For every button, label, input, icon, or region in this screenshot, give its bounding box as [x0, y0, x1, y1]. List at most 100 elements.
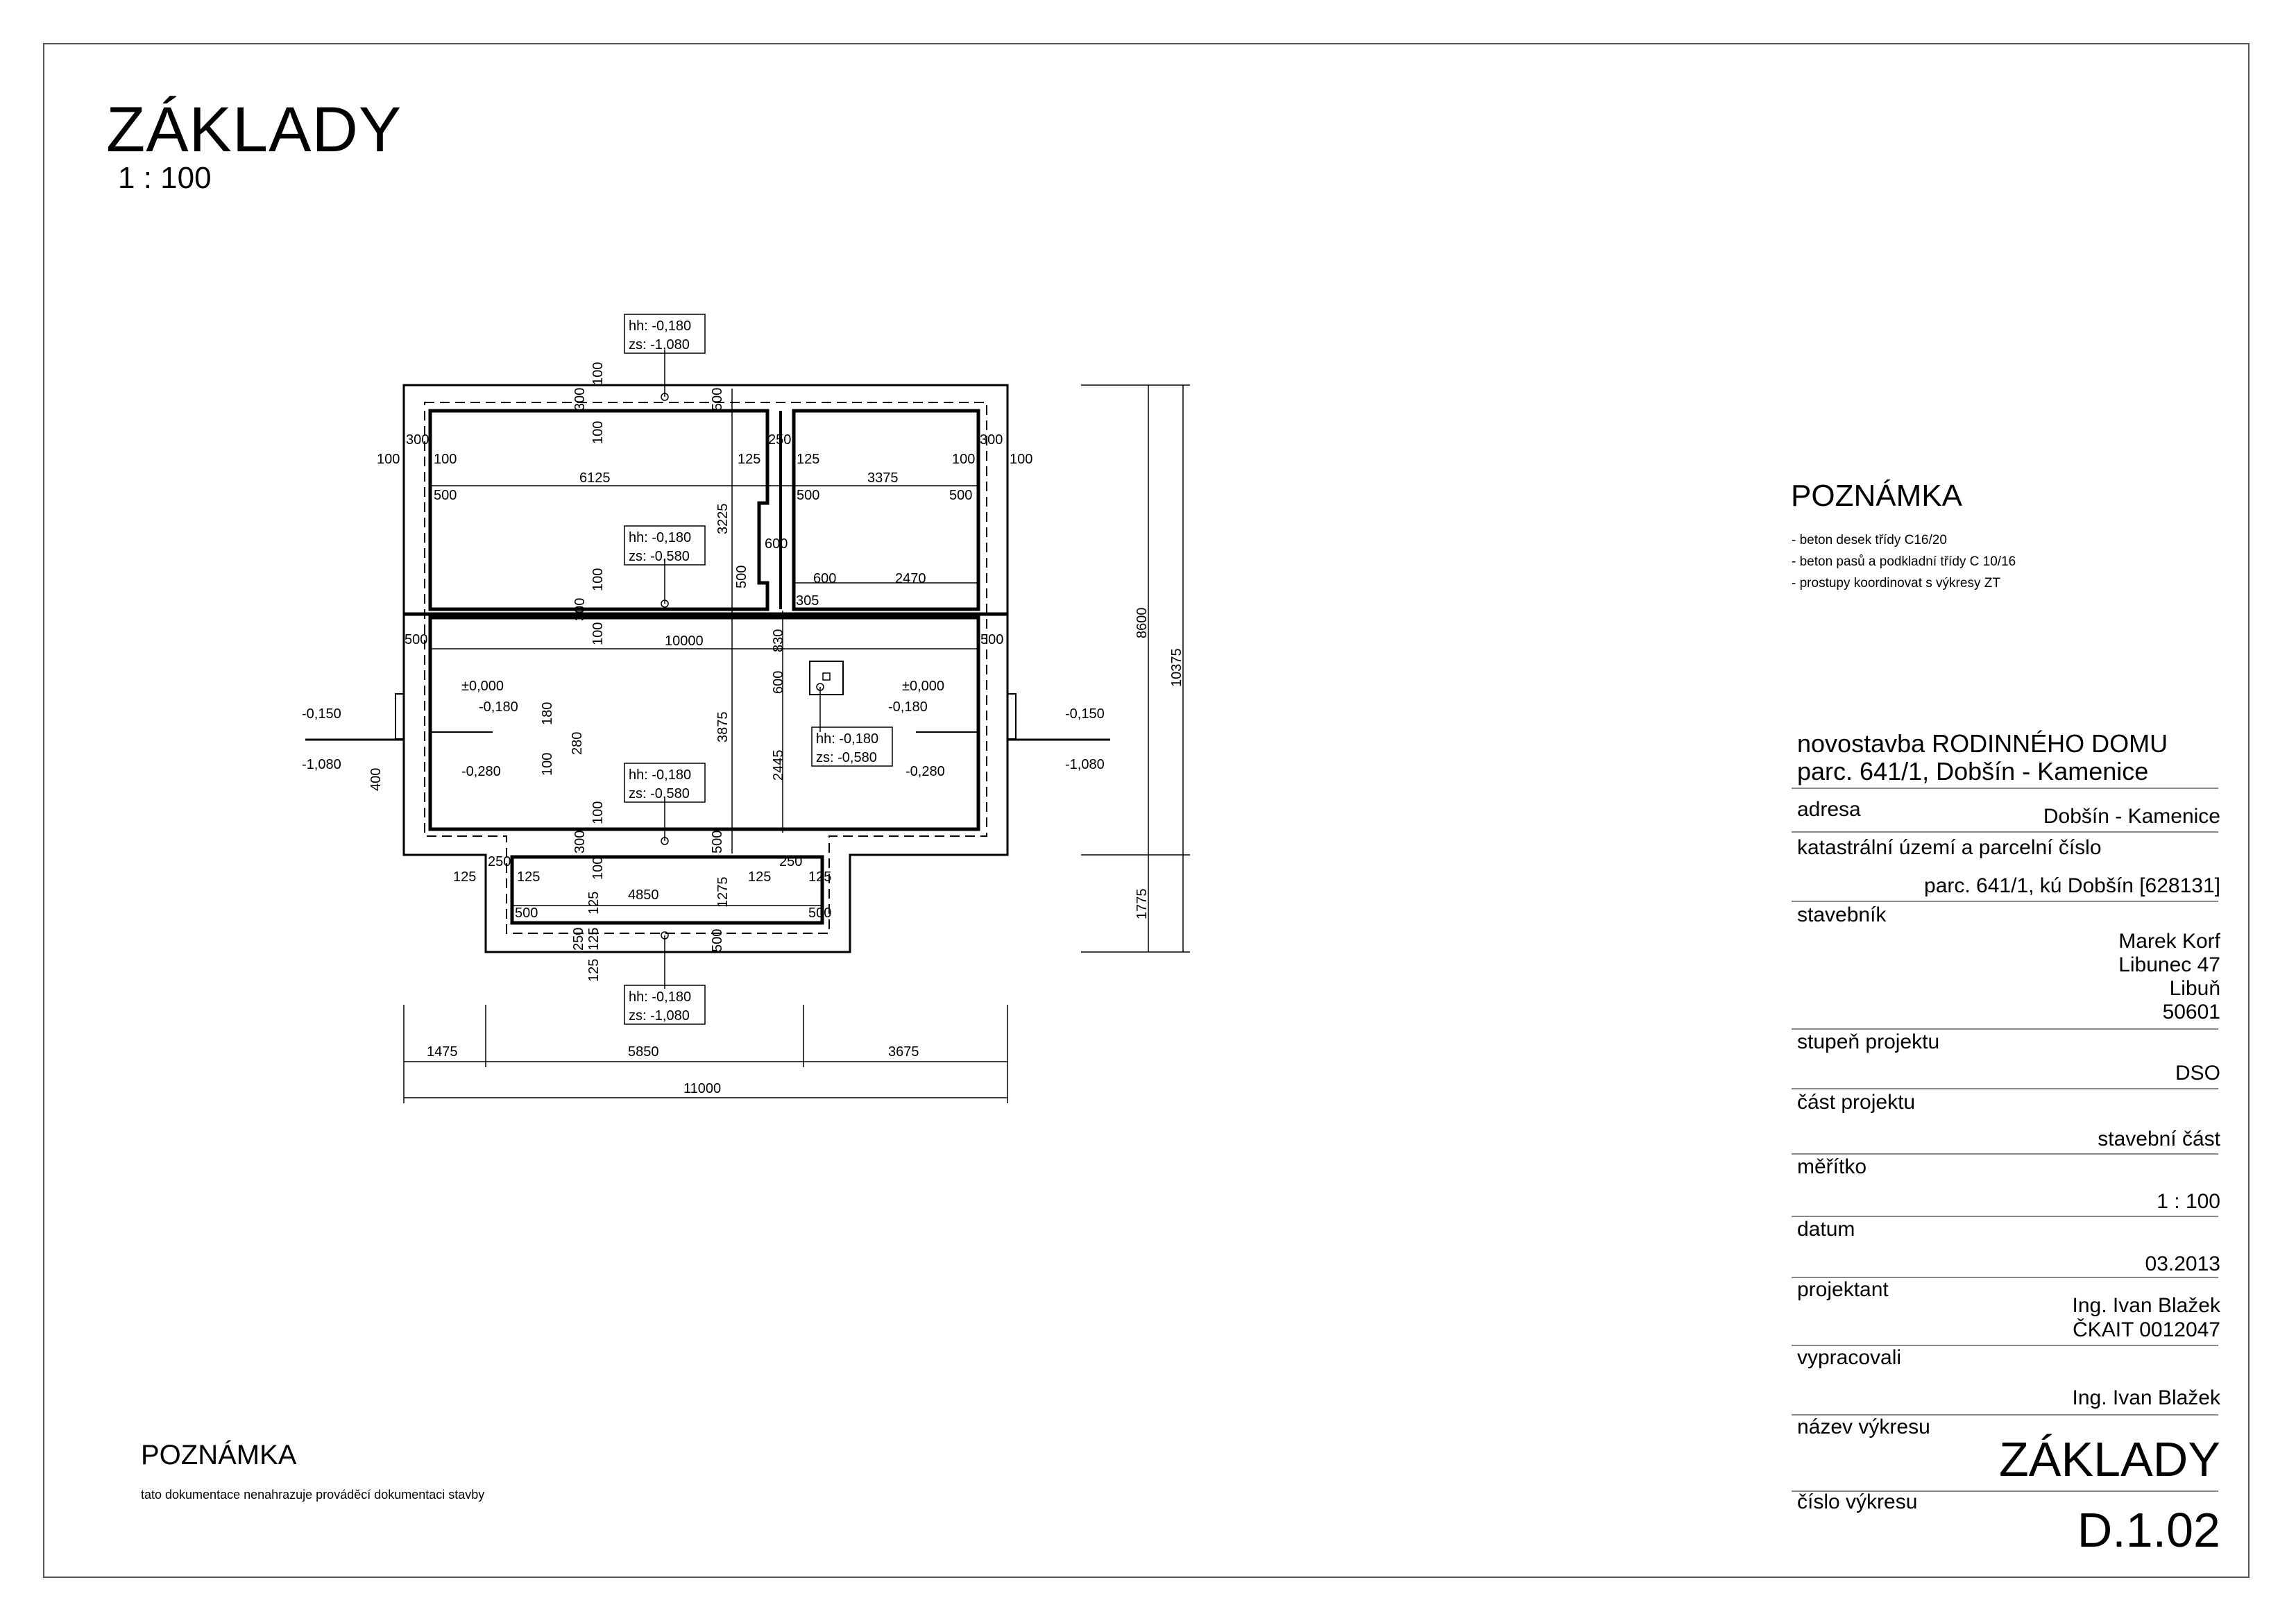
dim-305: 305 — [796, 593, 819, 609]
room-upper-right — [792, 409, 980, 611]
dim-3875-v: 3875 — [715, 712, 731, 743]
level-tag-pier-hh: hh: -0,180 — [816, 731, 878, 747]
dim-500-ul: 500 — [434, 488, 457, 503]
tb-value-stavebnik-2: Libunec 47 — [2118, 953, 2220, 976]
tb-value-stavebnik-4: 50601 — [2162, 1001, 2220, 1023]
dim-250-top: 250 — [768, 432, 791, 448]
tb-label-cislo: číslo výkresu — [1797, 1490, 1918, 1513]
dim-1775-v: 1775 — [1134, 889, 1150, 920]
dim-180-v: 180 — [540, 702, 555, 725]
tb-label-datum: datum — [1797, 1218, 1855, 1241]
level-tag-lower-zs: zs: -0,580 — [629, 786, 690, 801]
tb-rule — [1792, 1414, 2218, 1416]
dim-500-pl: 500 — [515, 906, 538, 921]
dim-600-notch: 600 — [765, 536, 788, 552]
note-right-line-1: - beton desek třídy C16/20 — [1792, 533, 1947, 547]
dim-125-pl2: 125 — [517, 869, 540, 885]
project-line-2: parc. 641/1, Dobšín - Kamenice — [1797, 757, 2149, 785]
tb-value-cast: stavební část — [2098, 1128, 2220, 1150]
dim-500-top-v: 500 — [710, 388, 725, 411]
elev-right-step: -0,180 — [888, 699, 928, 715]
dim-500-ml: 500 — [405, 632, 427, 647]
elev-left-low: -0,280 — [461, 764, 501, 779]
note-right-line-3: - prostupy koordinovat s výkresy ZT — [1792, 576, 2000, 590]
dim-250-pr: 250 — [779, 854, 802, 869]
dim-3375: 3375 — [867, 470, 899, 486]
elev-right-ext-bottom: -1,080 — [1065, 757, 1105, 772]
note-bottom-heading: POZNÁMKA — [141, 1440, 297, 1470]
level-tags — [624, 314, 893, 1025]
elev-left-ext-top: -0,150 — [302, 706, 341, 722]
tb-label-vypracovali: vypracovali — [1797, 1346, 1902, 1369]
elev-left-floor: ±0,000 — [461, 679, 504, 694]
dim-300-bot-v: 300 — [572, 831, 588, 853]
tb-value-datum: 03.2013 — [2145, 1252, 2220, 1275]
dim-8600-v: 8600 — [1134, 608, 1150, 639]
pier — [809, 661, 844, 695]
dim-250-pl: 250 — [488, 854, 511, 869]
dim-100-left-inner: 100 — [434, 452, 457, 467]
dim-300-mid-v: 300 — [572, 598, 588, 621]
dim-125-pr2: 125 — [808, 869, 831, 885]
dim-500-pr: 500 — [808, 906, 831, 921]
dim-600-v: 600 — [771, 671, 786, 694]
tb-rule — [1792, 1088, 2218, 1089]
dim-1275-v: 1275 — [715, 877, 731, 908]
dim-100-mid-v2: 100 — [590, 622, 606, 645]
tb-rule — [1792, 1028, 2218, 1030]
tb-value-stupen: DSO — [2175, 1062, 2220, 1085]
drawing-frame — [43, 43, 2250, 1578]
tb-rule — [1792, 788, 2218, 789]
dim-125-pr: 125 — [748, 869, 771, 885]
dim-300-top-v: 300 — [572, 388, 588, 411]
dim-100-left-outer: 100 — [377, 452, 400, 467]
tb-rule — [1792, 1153, 2218, 1155]
tb-label-stupen: stupeň projektu — [1797, 1030, 1940, 1053]
project-name: novostavba RODINNÉHO DOMU parc. 641/1, D… — [1797, 730, 2168, 785]
dim-2470: 2470 — [895, 571, 926, 586]
tb-value-nazev: ZÁKLADY — [1999, 1432, 2220, 1486]
dim-500-bot-v: 500 — [710, 831, 725, 853]
note-right-line-2: - beton pasů a podkladní třídy C 10/16 — [1792, 554, 2016, 569]
dim-125-a: 125 — [738, 452, 760, 467]
dim-2445-v: 2445 — [771, 750, 786, 781]
dim-6125: 6125 — [579, 470, 611, 486]
dim-500-bot-v2: 500 — [710, 929, 725, 952]
dim-100-mid-v1: 100 — [590, 568, 606, 591]
dim-500-mr: 500 — [980, 632, 1003, 647]
dim-1475: 1475 — [427, 1044, 458, 1060]
dim-500-mid-v: 500 — [734, 566, 749, 588]
project-line-1: novostavba RODINNÉHO DOMU — [1797, 729, 2168, 758]
dim-300-left: 300 — [406, 432, 429, 448]
dim-500-um: 500 — [797, 488, 819, 503]
level-tag-top-hh: hh: -0,180 — [629, 318, 691, 334]
tb-label-stavebnik: stavebník — [1797, 903, 1887, 926]
tb-rule — [1792, 1490, 2218, 1492]
elev-right-floor: ±0,000 — [902, 679, 944, 694]
dim-11000: 11000 — [683, 1081, 721, 1096]
dim-125-pl: 125 — [453, 869, 476, 885]
dim-100-top-v2: 100 — [590, 421, 606, 444]
dim-830-v: 830 — [771, 629, 786, 652]
dim-125-porch-v3: 125 — [586, 959, 602, 982]
foundation-outline — [402, 384, 1009, 953]
tb-rule — [1792, 1277, 2218, 1278]
dim-125-porch-v1: 125 — [586, 892, 602, 915]
elev-left-ext-bottom: -1,080 — [302, 757, 341, 772]
note-bottom-text: tato dokumentace nenahrazuje prováděcí d… — [141, 1488, 485, 1502]
dim-300-right: 300 — [980, 432, 1003, 448]
dim-10375-v: 10375 — [1169, 648, 1184, 687]
level-tag-upper-hh: hh: -0,180 — [629, 530, 691, 545]
tb-label-meritko: měřítko — [1797, 1155, 1867, 1178]
dim-100-bot-v2: 100 — [590, 857, 606, 880]
plan-geometry — [305, 350, 1190, 1103]
tb-value-adresa: Dobšín - Kamenice — [2043, 805, 2220, 828]
tb-value-stavebnik-1: Marek Korf — [2118, 930, 2220, 953]
sheet-scale: 1 : 100 — [118, 161, 212, 195]
level-tag-top-zs: zs: -1,080 — [629, 337, 690, 352]
level-tag-lower-hh: hh: -0,180 — [629, 767, 691, 783]
dim-125-b: 125 — [797, 452, 819, 467]
dim-3225-v: 3225 — [715, 504, 731, 535]
room-lower — [428, 615, 980, 831]
